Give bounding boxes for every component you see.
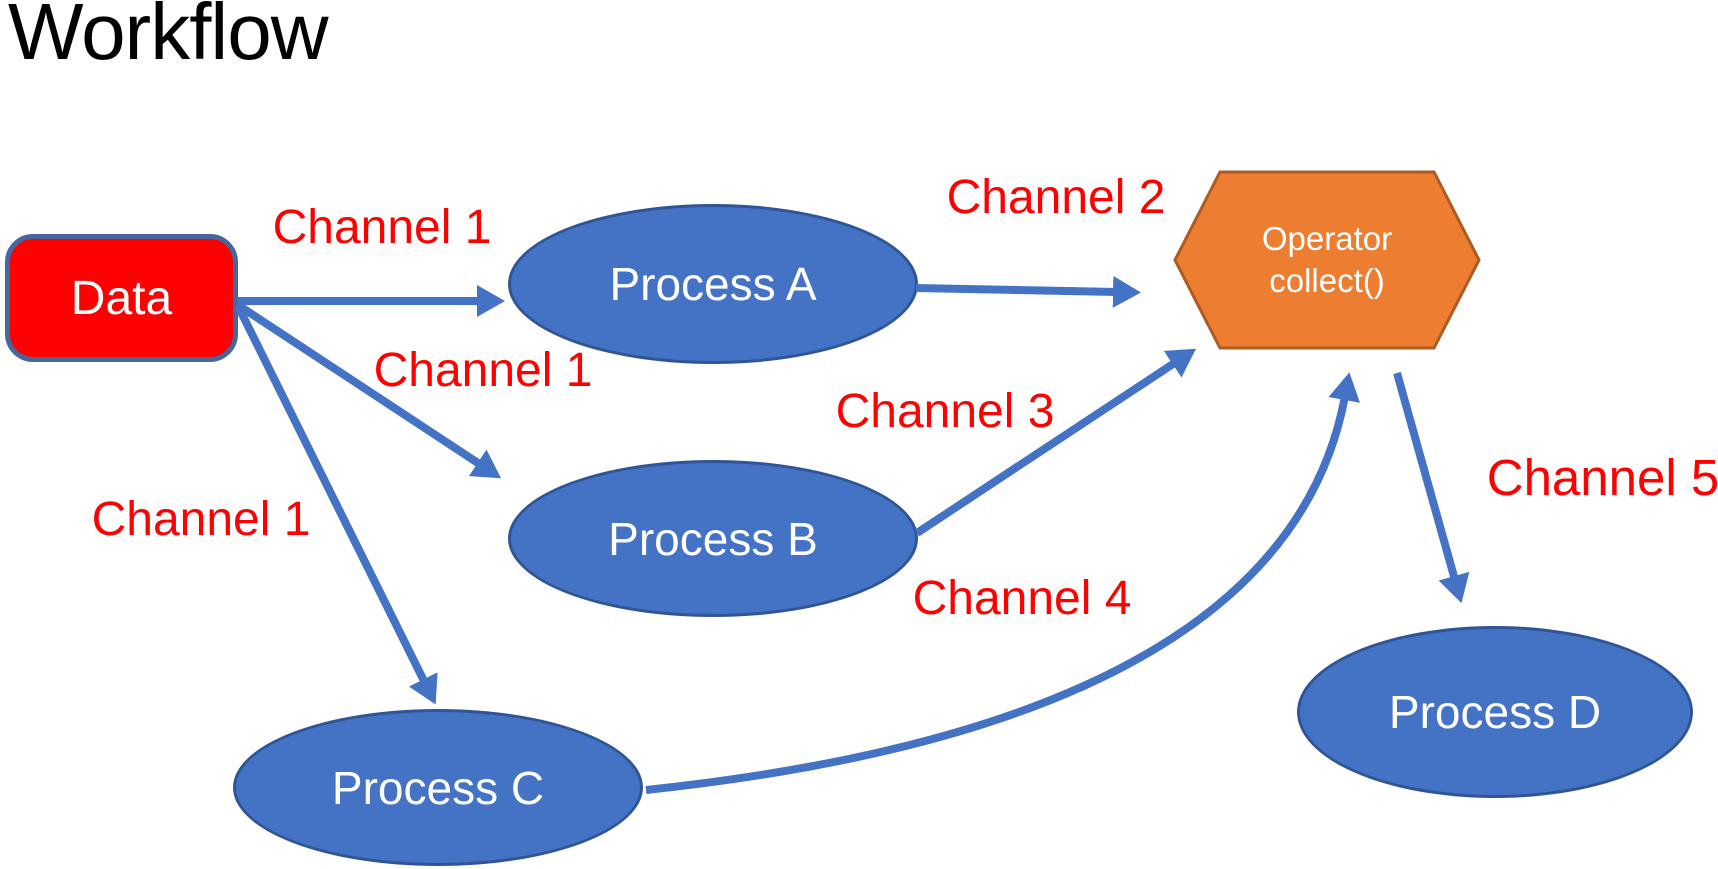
page-title: Workflow <box>8 0 328 76</box>
operator-label-line2: collect() <box>1269 262 1385 299</box>
process-b-node: Process B <box>508 460 918 617</box>
channel-3-label: Channel 3 <box>835 385 1055 438</box>
operator-label-line1: Operator <box>1261 220 1393 257</box>
channel-1-label-top: Channel 1 <box>272 201 492 254</box>
channel-1-label-middle: Channel 1 <box>373 344 593 397</box>
channel-5-arrow-operator-to-d <box>1393 371 1470 604</box>
channel-2-label: Channel 2 <box>946 171 1166 224</box>
channel-5-label: Channel 5 <box>1486 449 1718 506</box>
process-c-label: Process C <box>331 761 545 814</box>
hexagon-shape <box>1173 170 1481 350</box>
channel-4-label: Channel 4 <box>912 572 1132 625</box>
operator-node: Operator collect() <box>1171 168 1483 352</box>
process-a-node: Process A <box>508 204 918 364</box>
process-d-label: Process D <box>1388 686 1602 738</box>
process-b-label: Process B <box>608 512 818 565</box>
channel-4-arrow-c-to-operator <box>645 372 1361 794</box>
channel-1-arrow-data-to-b <box>235 301 502 479</box>
channel-2-arrow-a-to-operator <box>915 275 1141 308</box>
channel-1-arrow-data-to-c <box>234 304 438 705</box>
process-a-label: Process A <box>609 258 817 310</box>
operator-label: Operator collect() <box>1171 168 1483 352</box>
channel-1-label-bottom: Channel 1 <box>91 493 311 546</box>
process-d-node: Process D <box>1297 626 1693 798</box>
process-c-node: Process C <box>233 709 643 866</box>
data-node: Data <box>5 234 238 362</box>
data-node-label: Data <box>70 271 173 325</box>
channel-3-arrow-b-to-operator <box>914 348 1197 537</box>
